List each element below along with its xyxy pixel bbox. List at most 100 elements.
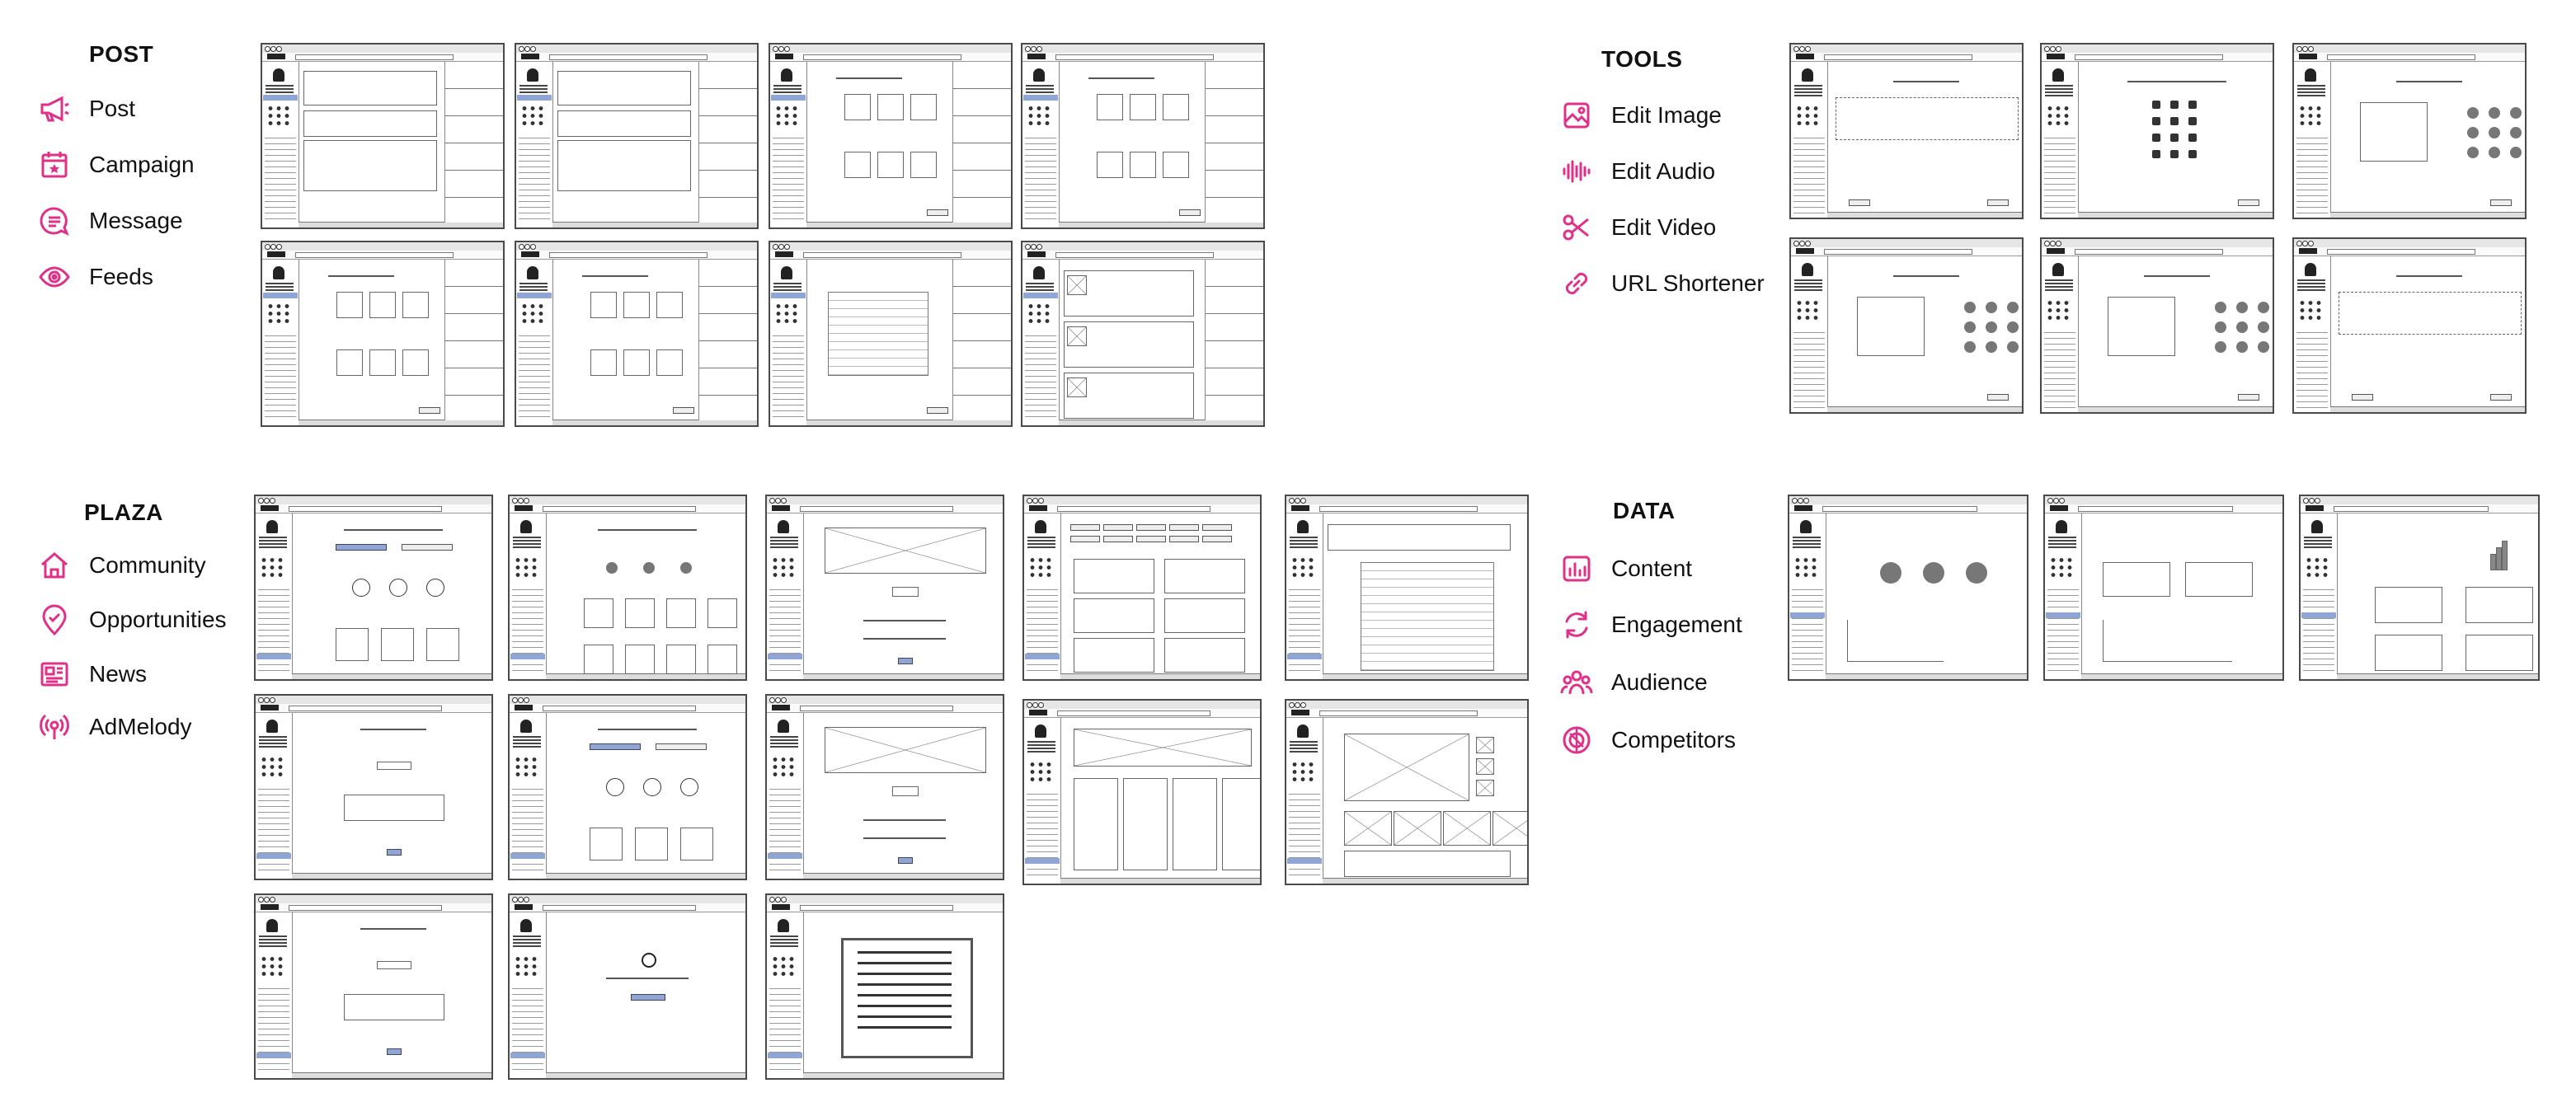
- search-input: [2334, 506, 2489, 512]
- sidebar-menu: [1793, 133, 1825, 214]
- wireframe-thumbnail[interactable]: [2299, 495, 2540, 681]
- wireframe-thumbnail[interactable]: [2292, 43, 2527, 219]
- nav-item-community[interactable]: Community: [38, 549, 206, 582]
- nav-item-admelody[interactable]: AdMelody: [38, 710, 192, 743]
- news-card: [1123, 778, 1168, 870]
- profile-text: [2304, 537, 2332, 538]
- nav-item-campaign[interactable]: Campaign: [38, 148, 195, 181]
- sidebar: [510, 912, 547, 1078]
- filter-chip: [1202, 524, 1232, 531]
- drop-zone: [2339, 292, 2522, 335]
- app-logo: [261, 705, 279, 710]
- window-control-icon: [2296, 241, 2302, 246]
- card-box: [381, 628, 414, 661]
- wireframe-thumbnail[interactable]: [1021, 241, 1265, 427]
- nav-item-message[interactable]: Message: [38, 204, 183, 237]
- app-logo: [521, 251, 539, 257]
- wireframe-thumbnail[interactable]: [1022, 495, 1262, 681]
- window-control-icon: [2302, 241, 2308, 246]
- wireframe-thumbnail[interactable]: [508, 495, 747, 681]
- window-footer: [1060, 673, 1260, 679]
- wireframe-thumbnail[interactable]: [769, 43, 1013, 229]
- app-toolbar: [1022, 251, 1263, 260]
- wireframe-thumbnail[interactable]: [261, 241, 505, 427]
- wireframe-thumbnail[interactable]: [2292, 237, 2527, 414]
- nav-item-edit-video[interactable]: Edit Video: [1560, 211, 1716, 244]
- app-toolbar: [510, 704, 745, 713]
- nav-item-post[interactable]: Post: [38, 92, 135, 125]
- search-input: [2075, 249, 2223, 255]
- card-box: [426, 628, 459, 661]
- nav-item-audience[interactable]: Audience: [1560, 666, 1708, 699]
- nav-item-news[interactable]: News: [38, 658, 147, 691]
- window-control-icon: [784, 46, 790, 52]
- sidebar-menu: [512, 784, 543, 875]
- app-toolbar: [1789, 504, 2027, 513]
- window-control-icon: [264, 697, 270, 703]
- profile-text: [259, 736, 287, 738]
- nav-item-url-shortener[interactable]: URL Shortener: [1560, 267, 1765, 300]
- window-control-icon: [2308, 46, 2314, 52]
- wireframe-thumbnail[interactable]: [1789, 43, 2024, 219]
- preview-box: [303, 140, 437, 191]
- wireframe-thumbnail[interactable]: [2043, 495, 2284, 681]
- next-button: [927, 407, 948, 414]
- platform-icon: [2152, 150, 2160, 158]
- sidebar: [1024, 513, 1061, 679]
- bar: [2496, 547, 2502, 570]
- filter-swatch: [1986, 341, 1997, 353]
- audience-box: [2466, 587, 2533, 623]
- window-footer: [1827, 212, 2022, 218]
- option-box: [623, 349, 650, 376]
- app-toolbar: [262, 53, 503, 62]
- nav-item-content[interactable]: Content: [1560, 552, 1692, 585]
- wireframe-thumbnail[interactable]: [1788, 495, 2028, 681]
- wireframe-thumbnail[interactable]: [254, 893, 493, 1080]
- wireframe-thumbnail[interactable]: [508, 694, 747, 880]
- window-control-icon: [1031, 244, 1037, 250]
- wireframe-thumbnail[interactable]: [254, 694, 493, 880]
- sidebar-menu: [1793, 327, 1825, 409]
- nav-item-engagement[interactable]: Engagement: [1560, 608, 1742, 641]
- wireframe-thumbnail[interactable]: [2040, 237, 2274, 414]
- window-footer: [546, 873, 745, 879]
- app-logo: [515, 904, 533, 910]
- text-area: [344, 795, 444, 821]
- wireframe-thumbnail[interactable]: [1789, 237, 2024, 414]
- wireframe-thumbnail[interactable]: [254, 495, 493, 681]
- wireframe-thumbnail[interactable]: [261, 43, 505, 229]
- nav-item-opportunities[interactable]: Opportunities: [38, 603, 227, 636]
- wireframe-thumbnail[interactable]: [2040, 43, 2274, 219]
- window-footer: [2081, 673, 2282, 679]
- wireframe-thumbnail[interactable]: [765, 495, 1004, 681]
- window-control-icon: [1025, 244, 1031, 250]
- wireframe-thumbnail[interactable]: [1022, 699, 1262, 885]
- avatar: [527, 68, 538, 82]
- wireframe-thumbnail[interactable]: [1285, 495, 1529, 681]
- window-control-icon: [524, 697, 529, 703]
- nav-item-edit-image[interactable]: Edit Image: [1560, 99, 1722, 132]
- app-logo: [267, 251, 285, 257]
- nav-item-competitors[interactable]: Competitors: [1560, 724, 1736, 757]
- nav-item-feeds[interactable]: Feeds: [38, 260, 153, 293]
- search-input: [1055, 54, 1214, 60]
- wireframe-thumbnail[interactable]: [1285, 699, 1529, 885]
- right-panel: [952, 260, 1011, 420]
- wireframe-thumbnail[interactable]: [765, 694, 1004, 880]
- wireframe-thumbnail[interactable]: [508, 893, 747, 1080]
- track-row: [858, 1015, 952, 1018]
- window-control-icon: [524, 46, 530, 52]
- app-logo: [1029, 505, 1047, 511]
- nav-item-edit-audio[interactable]: Edit Audio: [1560, 155, 1715, 188]
- wireframe-thumbnail[interactable]: [1021, 43, 1265, 229]
- sidebar: [262, 62, 299, 227]
- wireframe-thumbnail[interactable]: [515, 241, 759, 427]
- wireframe-thumbnail[interactable]: [515, 43, 759, 229]
- wireframe-thumbnail[interactable]: [769, 241, 1013, 427]
- window-control-icon: [530, 46, 536, 52]
- wireframe-thumbnail[interactable]: [765, 893, 1004, 1080]
- filter-swatch: [2258, 341, 2269, 353]
- related-thumb: [1476, 758, 1494, 775]
- track-row: [858, 962, 952, 964]
- section-title-plaza: PLAZA: [84, 499, 163, 525]
